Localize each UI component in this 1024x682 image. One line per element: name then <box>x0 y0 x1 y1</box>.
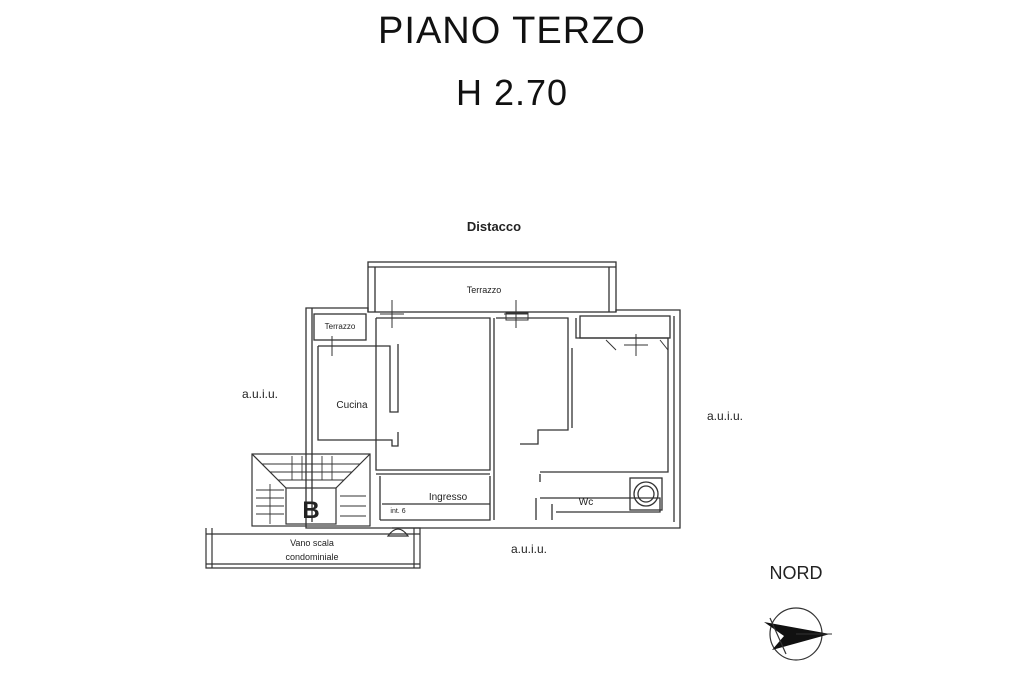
label-stair-line1: Vano scala <box>290 538 334 548</box>
label-distacco: Distacco <box>467 219 521 234</box>
label-terrazzo-main: Terrazzo <box>467 285 502 295</box>
label-terrazzo-small: Terrazzo <box>325 322 356 331</box>
label-auiu-bottom: a.u.i.u. <box>511 542 547 556</box>
terrace-top-outline <box>367 261 617 313</box>
floor-title: PIANO TERZO <box>378 10 646 52</box>
label-int: int. 6 <box>390 508 405 515</box>
label-block: B <box>302 497 319 524</box>
label-stair-line2: condominiale <box>285 552 338 562</box>
label-cucina: Cucina <box>336 400 368 411</box>
label-wc: Wc <box>579 497 593 508</box>
label-ingresso: Ingresso <box>429 492 468 503</box>
window-marks <box>322 300 669 356</box>
label-auiu-left: a.u.i.u. <box>242 387 278 401</box>
outer-wall-left <box>305 307 376 529</box>
label-north: NORD <box>770 563 823 583</box>
terrace-small-outline <box>313 313 367 341</box>
outer-wall-right <box>376 309 681 529</box>
label-auiu-right: a.u.i.u. <box>707 409 743 423</box>
ceiling-height: H 2.70 <box>455 72 569 113</box>
walls <box>305 261 681 529</box>
wc-fixture <box>629 477 663 511</box>
north-arrow-icon <box>764 607 832 661</box>
staircase <box>205 453 421 569</box>
